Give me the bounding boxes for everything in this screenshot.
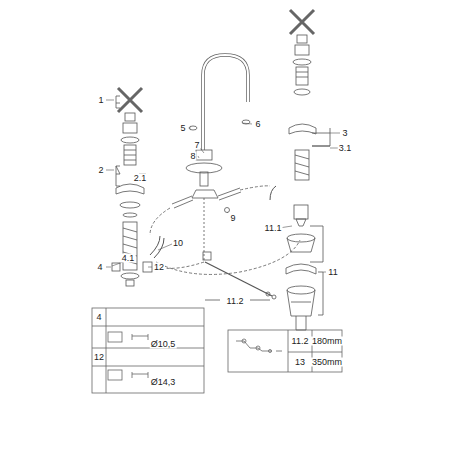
callout-number: 7 xyxy=(193,141,200,150)
table-cell: 13 xyxy=(294,358,306,367)
table-cell: Ø14,3 xyxy=(150,378,177,387)
hoses xyxy=(150,186,300,275)
hose-elbow xyxy=(150,236,164,258)
table-cell: 350mm xyxy=(311,358,343,367)
callout-number: 4.1 xyxy=(121,254,136,263)
callout-number: 6 xyxy=(254,120,261,129)
table-cell: 180mm xyxy=(311,337,343,346)
right-valve xyxy=(289,10,316,180)
table-cell: 12 xyxy=(93,353,105,362)
left-valve xyxy=(116,88,144,286)
callout-number: 1 xyxy=(97,96,104,105)
tee xyxy=(192,190,218,198)
table-cell: 11.2 xyxy=(291,337,310,346)
callout-number: 11.2 xyxy=(226,297,245,306)
spout-flange xyxy=(186,163,222,173)
callout-number: 10 xyxy=(172,239,184,248)
table-cell: 4 xyxy=(95,313,102,322)
callout-number: 3.1 xyxy=(338,144,353,153)
callout-number: 3 xyxy=(341,129,348,138)
callout-number: 2 xyxy=(97,166,104,175)
spec-table xyxy=(92,308,342,393)
callout-number: 11.1 xyxy=(264,224,283,233)
callout-number: 2.1 xyxy=(133,174,148,183)
callout-number: 11 xyxy=(327,268,338,277)
table-cell: Ø10,5 xyxy=(150,340,177,349)
callout-number: 4 xyxy=(96,263,103,272)
callout-number: 12 xyxy=(153,263,165,272)
spout-base xyxy=(196,150,212,160)
callout-number: 5 xyxy=(179,124,186,133)
pop-up-rod xyxy=(205,262,272,296)
callout-number: 8 xyxy=(189,152,196,161)
callout-number: 9 xyxy=(229,214,236,223)
pop-up-waste xyxy=(286,205,316,330)
bracket xyxy=(116,96,120,108)
spout xyxy=(203,55,248,150)
